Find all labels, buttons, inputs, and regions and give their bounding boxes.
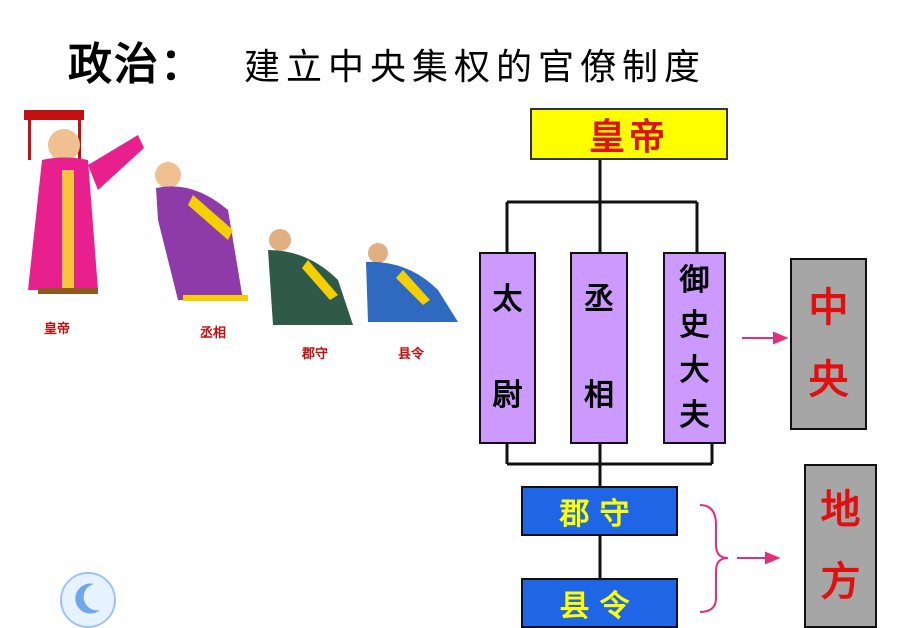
category-char: 中 [808,285,849,331]
emperor-label: 皇帝 [588,117,669,158]
official-char: 史 [679,308,710,343]
page-subtitle: 建立中央集权的官僚制度 [244,47,707,88]
arrow-to-local [737,551,781,565]
figures-illustration [24,110,458,325]
official-char: 丞 [584,282,614,317]
local-official-box-governor: 郡守 [521,486,678,536]
figure-label-magistrate: 县令 [398,347,425,362]
figure-label-governor: 郡守 [302,347,329,362]
official-char: 尉 [492,378,523,413]
official-char: 大 [679,353,710,388]
category-central-box: 中 央 [790,258,867,430]
category-char: 方 [820,559,861,605]
emperor-figure [24,110,144,294]
central-official-box-chancellor: 丞 相 [570,252,628,444]
local-official-label: 郡守 [559,497,640,532]
page-title: 政治： [68,39,206,90]
local-brace [699,504,729,613]
category-char: 地 [820,487,861,533]
local-official-box-magistrate: 县令 [521,578,678,628]
figure-label-emperor: 皇帝 [44,322,71,337]
category-local-box: 地 方 [804,464,877,628]
magistrate-figure [366,243,458,322]
category-char: 央 [808,357,849,403]
central-official-box-censor: 御 史 大 夫 [663,252,726,444]
moon-deco-icon [60,572,116,628]
official-char: 御 [679,263,710,298]
arrow-to-central [742,331,789,345]
local-official-label: 县令 [559,589,640,624]
official-char: 夫 [679,398,710,433]
governor-figure [268,229,353,325]
emperor-box: 皇帝 [530,108,728,160]
official-char: 太 [492,282,523,317]
chancellor-figure [155,162,248,301]
official-char: 相 [584,378,614,413]
figure-label-chancellor: 丞相 [200,326,227,341]
central-official-box-taiwei: 太 尉 [479,252,536,444]
